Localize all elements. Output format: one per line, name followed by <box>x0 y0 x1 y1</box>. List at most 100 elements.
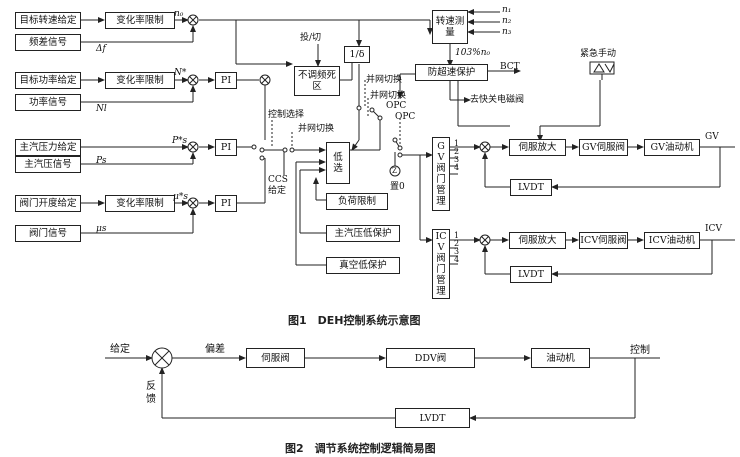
figure-1-caption: 图1 DEH控制系统示意图 <box>288 314 421 327</box>
percent-103-label: 103%n₀ <box>455 48 491 58</box>
control-select-label: 控制选择 <box>268 110 305 120</box>
low-select-label: 低选 <box>333 152 343 174</box>
rate-limit-label-1: 变化率限制 <box>116 15 164 26</box>
fig2-lvdt-block: LVDT <box>395 408 470 428</box>
freq-diff-label: 频差信号 <box>28 37 67 48</box>
mainsteam-low-protection-label: 主汽压低保护 <box>334 228 392 239</box>
mainsteam-pressure-setpoint-label: 主汽压力给定 <box>19 142 77 153</box>
icv-servo-valve-block: ICV伺服阀 <box>579 232 628 249</box>
gv-servo-valve-block: GV伺服阀 <box>579 139 628 156</box>
valve-signal-label: 阀门信号 <box>28 228 67 239</box>
pi-label-2: PI <box>220 142 232 153</box>
grid-switch-label-2: 并网切换 <box>370 91 407 101</box>
gv-channel-1: 1 <box>454 139 460 148</box>
inverse-delta-block: 1/δ <box>344 46 370 63</box>
vacuum-low-protection-block: 真空低保护 <box>326 257 400 274</box>
pi-block-1: PI <box>215 72 237 89</box>
n-star-label: N* <box>174 68 187 78</box>
deviation-label: 偏差 <box>205 344 225 355</box>
n3-label: n₃ <box>502 27 512 37</box>
gv-lvdt-block: LVDT <box>510 179 552 196</box>
to-solenoid-label: 去快关电磁阀 <box>470 95 525 105</box>
power-signal-block: 功率信号 <box>15 94 81 111</box>
rate-limit-block-3: 变化率限制 <box>105 195 175 212</box>
mainsteam-pressure-signal-block: 主汽压信号 <box>15 156 81 173</box>
pi-label-1: PI <box>220 75 232 86</box>
pi-block-2: PI <box>215 139 237 156</box>
opc-label-1: OPC <box>386 101 407 111</box>
icv-channel-4: 4 <box>454 255 460 264</box>
icv-channel-3: 3 <box>454 247 460 256</box>
deadband-block: 不调频死区 <box>294 66 340 96</box>
ddv-valve-label: DDV阀 <box>414 352 447 364</box>
n0-label: n₀ <box>174 9 184 19</box>
icv-output-label: ICV <box>705 224 722 234</box>
n2-label: n₂ <box>502 16 512 26</box>
icv-servo-amp-label: 伺服放大 <box>518 235 557 246</box>
icv-channel-1: 1 <box>454 231 460 240</box>
valve-opening-setpoint-label: 阀门开度给定 <box>19 198 77 209</box>
actuator-label: 油动机 <box>546 352 575 364</box>
pi-label-3: PI <box>220 198 232 209</box>
mainsteam-low-protection-block: 主汽压低保护 <box>326 225 400 242</box>
speed-measure-label: 转速测量 <box>435 16 465 38</box>
power-setpoint-label: 目标功率给定 <box>19 75 77 86</box>
rate-limit-label-2: 变化率限制 <box>116 75 164 86</box>
given-label: 给定 <box>110 344 130 355</box>
overspeed-protection-label: 防超速保护 <box>427 67 476 78</box>
load-limit-block: 负荷限制 <box>326 193 388 210</box>
emergency-manual-label: 紧急手动 <box>580 49 617 59</box>
gv-servo-amp-label: 伺服放大 <box>518 142 557 153</box>
gv-servo-amp-block: 伺服放大 <box>509 139 566 156</box>
gv-lvdt-label: LVDT <box>518 182 544 193</box>
ps-star-label: P*s <box>172 136 188 146</box>
icv-servo-amp-block: 伺服放大 <box>509 232 566 249</box>
inverse-delta-label: 1/δ <box>349 49 365 60</box>
set-zero-label: 置0 <box>390 182 405 192</box>
ccs-label: CCS <box>268 175 288 185</box>
fig2-lvdt-label: LVDT <box>419 412 446 424</box>
ccs-given-label: 给定 <box>268 186 287 196</box>
ps-label: Ps <box>96 156 107 166</box>
gv-actuator-block: GV油动机 <box>644 139 700 156</box>
overspeed-protection-block: 防超速保护 <box>415 64 488 81</box>
opc-label-2: OPC <box>395 112 416 122</box>
gv-channel-4: 4 <box>454 163 460 172</box>
n1-label: n₁ <box>502 5 512 15</box>
speed-setpoint-block: 目标转速给定 <box>15 12 81 29</box>
icv-valve-management-block: ICV阀门管理 <box>432 229 450 299</box>
z-label: Z <box>392 167 397 175</box>
gv-servo-valve-label: GV伺服阀 <box>582 142 625 153</box>
deadband-label: 不调频死区 <box>297 70 336 92</box>
speed-setpoint-label: 目标转速给定 <box>19 15 77 26</box>
figure-2-caption: 图2 调节系统控制逻辑简易图 <box>285 442 436 455</box>
mainsteam-pressure-signal-label: 主汽压信号 <box>24 159 72 170</box>
power-setpoint-block: 目标功率给定 <box>15 72 81 89</box>
ddv-valve-block: DDV阀 <box>386 348 475 368</box>
icv-actuator-label: ICV油动机 <box>648 235 696 246</box>
rate-limit-block-2: 变化率限制 <box>105 72 175 89</box>
valve-signal-block: 阀门信号 <box>15 225 81 242</box>
valve-opening-setpoint-block: 阀门开度给定 <box>15 195 81 212</box>
load-limit-label: 负荷限制 <box>337 196 376 207</box>
gv-valve-management-label: GV阀门管理 <box>436 141 446 207</box>
gv-channel-2: 2 <box>454 147 460 156</box>
icv-servo-valve-label: ICV伺服阀 <box>580 235 627 246</box>
mu-star-label: μ*s <box>173 192 188 202</box>
actuator-block: 油动机 <box>531 348 590 368</box>
vacuum-low-protection-label: 真空低保护 <box>339 260 387 271</box>
rate-limit-label-3: 变化率限制 <box>116 198 164 209</box>
freq-diff-block: 频差信号 <box>15 34 81 51</box>
switch-in-out-label: 投/切 <box>300 33 322 43</box>
delta-f-label: Δf <box>96 44 106 54</box>
icv-lvdt-block: LVDT <box>510 266 552 283</box>
mu-label: μs <box>96 224 107 234</box>
low-select-block: 低选 <box>326 142 350 184</box>
bct-label: BCT <box>500 62 520 72</box>
grid-switch-label-3: 并网切换 <box>298 124 335 134</box>
icv-valve-management-label: ICV阀门管理 <box>435 231 447 297</box>
pi-block-3: PI <box>215 195 237 212</box>
speed-measure-block: 转速测量 <box>432 10 468 44</box>
